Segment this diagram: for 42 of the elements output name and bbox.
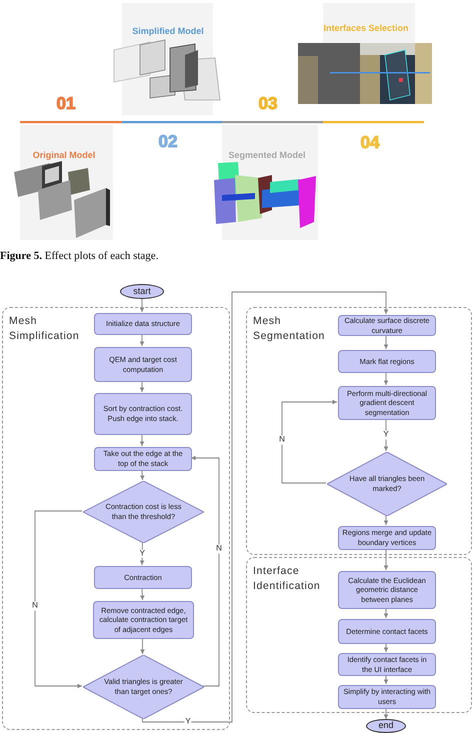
- arrow: [140, 434, 144, 446]
- stage-title: Interfaces Selection: [323, 23, 409, 33]
- group-title: Interface Identification: [253, 564, 322, 594]
- arrow: [384, 674, 388, 684]
- terminal-ellipse: end: [366, 719, 406, 733]
- stage-title: Simplified Model: [132, 26, 204, 36]
- arrow: [384, 514, 388, 526]
- arrow: [140, 638, 145, 654]
- edge-label: Y: [382, 430, 390, 440]
- arrow: [384, 372, 388, 386]
- arrow: [140, 298, 144, 312]
- arrow: [384, 608, 388, 618]
- edge-label: Y: [184, 718, 192, 726]
- group-title: Mesh Simplification: [9, 314, 80, 344]
- arrow: [384, 708, 388, 720]
- arrow: [384, 334, 388, 350]
- stage-title: Segmented Model: [228, 150, 306, 160]
- arrow: [140, 380, 144, 392]
- terminal-ellipse: start: [120, 284, 164, 299]
- arrow: [142, 292, 388, 722]
- arrow: [34, 510, 82, 688]
- stage-title: Original Model: [32, 150, 96, 160]
- arrow: [282, 400, 338, 484]
- edge-label: N: [278, 436, 286, 444]
- stage-number: 03: [258, 94, 278, 114]
- stage-number: 02: [158, 132, 178, 152]
- arrow: [384, 548, 388, 570]
- edge-label: N: [31, 602, 39, 610]
- edge-label: N: [215, 544, 223, 554]
- edge-label: Y: [138, 549, 146, 558]
- arrow: [190, 456, 220, 686]
- figure-caption: Figure 5. Effect plots of each stage.: [0, 250, 158, 262]
- group-title: Mesh Segmentation: [253, 314, 326, 344]
- group-box: [246, 307, 472, 555]
- group-box: [246, 557, 472, 713]
- arrow: [140, 470, 145, 480]
- arrow: [140, 588, 145, 600]
- arrow: [140, 334, 144, 346]
- stage-number: 01: [56, 94, 76, 114]
- group-box: [2, 307, 230, 730]
- stage-number: 04: [360, 133, 380, 153]
- arrow: [384, 642, 388, 652]
